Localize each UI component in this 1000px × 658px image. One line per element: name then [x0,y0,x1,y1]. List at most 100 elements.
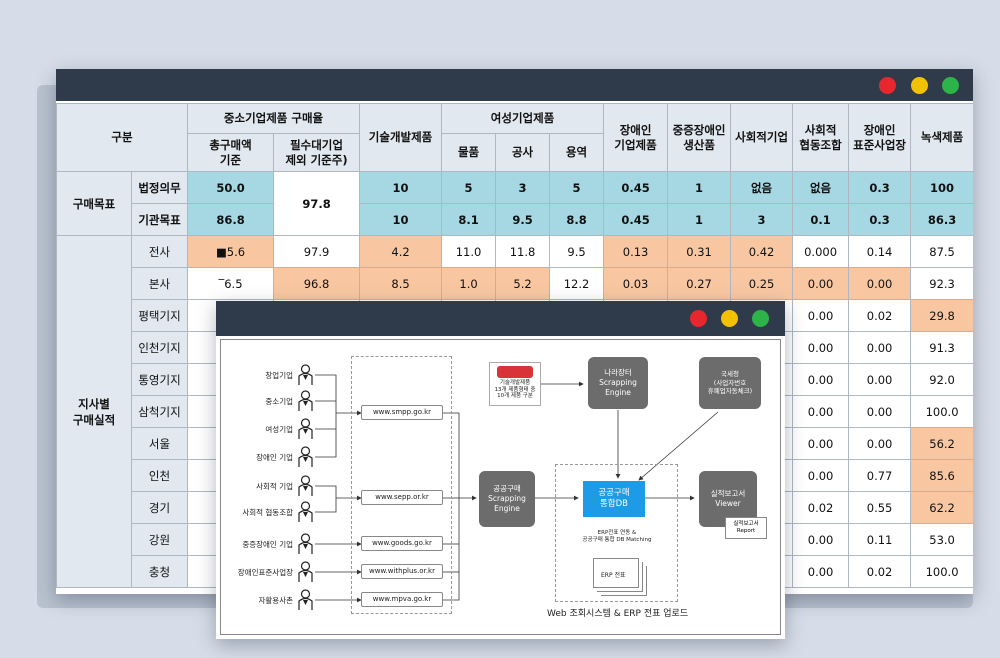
table-cell: 0.77 [848,459,912,492]
row-label: 삼척기지 [130,395,189,428]
table-cell: 0.45 [603,171,669,204]
table-cell: 0.31 [667,235,732,268]
close-button[interactable] [879,77,896,94]
table-cell: 10 [359,171,443,204]
user-icon [298,418,313,440]
table-cell: 0.02 [848,299,912,332]
company-type-label: 여성기업 [265,425,293,434]
table-cell: 91.3 [910,331,973,364]
erp-link-label: ERP전표 연동 & 공공구매 통합 DB Matching [582,530,652,543]
table-cell: 87.5 [910,235,973,268]
minimize-button[interactable] [911,77,928,94]
group-target: 구매목표 [56,171,132,236]
table-cell: 0.00 [792,395,850,428]
header-social: 사회적기업 [730,103,794,172]
minimize-button[interactable] [721,310,738,327]
table-cell: 0.00 [792,459,850,492]
company-type-label: 사회적 기업 [256,482,293,491]
header-coop: 사회적 협동조합 [792,103,850,172]
table-cell: 0.45 [603,203,669,236]
header-sme: 중소기업제품 구매율 [187,103,361,134]
row-label: 서울 [130,427,189,460]
table-cell: 0.13 [603,235,669,268]
table-cell: 1 [667,203,732,236]
table-cell: 96.8 [273,267,361,300]
company-type-label: 장애인표준사업장 [237,568,293,577]
table-cell: 0.00 [792,299,850,332]
header-goods: 물품 [441,133,497,172]
table-cell: 85.6 [910,459,973,492]
header-tech: 기술개발제품 [359,103,443,172]
table-cell: ■5.6 [187,235,275,268]
site-link[interactable]: www.smpp.go.kr [361,405,443,420]
table-cell: 50.0 [187,171,275,204]
table-cell: 0.00 [792,363,850,396]
site-link[interactable]: www.goods.go.kr [361,536,443,551]
header-sme-large: 필수대기업 제외 기준주) [273,133,361,172]
header-severe: 중증장애인 생산품 [667,103,732,172]
table-cell: 11.8 [495,235,551,268]
user-icon [298,501,313,523]
company-type-label: 중증장애인 기업 [242,540,293,549]
table-cell: 0.00 [848,267,912,300]
table-cell: 0.11 [848,523,912,556]
user-icon [298,561,313,583]
tech-product-badge: 기술개발제품 13개 제품형태 중 10개 제품 구분 [489,362,541,406]
row-label: 강원 [130,523,189,556]
table-cell: 0.25 [730,267,794,300]
table-cell: 86.8 [187,203,275,236]
table-cell: 0.03 [603,267,669,300]
table-cell: 62.2 [910,491,973,524]
table-cell: 92.3 [910,267,973,300]
site-link[interactable]: www.mpva.go.kr [361,592,443,607]
table-cell: 0.42 [730,235,794,268]
table-cell: 0.00 [792,267,850,300]
close-button[interactable] [690,310,707,327]
site-group-box [351,356,452,614]
table-cell: 9.5 [549,235,605,268]
table-cell: 0.27 [667,267,732,300]
company-type-label: 자활용사촌 [258,596,294,605]
company-type-label: 중소기업 [265,397,293,406]
maximize-button[interactable] [942,77,959,94]
table-cell: 0.02 [792,491,850,524]
maximize-button[interactable] [752,310,769,327]
table-cell: 5 [549,171,605,204]
table-cell: 12.2 [549,267,605,300]
narajangteo-engine: 나라장터 Scrapping Engine [588,357,648,409]
site-link[interactable]: www.withplus.or.kr [361,564,443,579]
row-label: 전사 [130,235,189,268]
table-cell: 10 [359,203,443,236]
user-icon [298,446,313,468]
site-link[interactable]: www.sepp.or.kr [361,490,443,505]
user-icon [298,364,313,386]
table-cell: 11.0 [441,235,497,268]
table-cell: 0.00 [848,427,912,460]
row-label: 인천기지 [130,331,189,364]
table-cell: 0.00 [792,427,850,460]
badge-caption: 기술개발제품 13개 제품형태 중 10개 제품 구분 [494,380,536,399]
table-cell: 1 [667,171,732,204]
user-icon [298,533,313,555]
badge-logo-icon [497,366,533,378]
table-cell: 8.1 [441,203,497,236]
db-group-box [555,464,678,602]
header-construction: 공사 [495,133,551,172]
integrated-db: 공공구매 통합DB [583,481,645,517]
table-cell: 0.00 [792,331,850,364]
table-cell: 97.9 [273,235,361,268]
table-cell: 0.00 [792,555,850,588]
table-cell: 3 [730,203,794,236]
row-label: 통영기지 [130,363,189,396]
table-cell: 1.0 [441,267,497,300]
window-titlebar [56,69,973,101]
table-cell: 4.2 [359,235,443,268]
table-cell: 0.14 [848,235,912,268]
row-label: 인천 [130,459,189,492]
table-cell: 3 [495,171,551,204]
row-label: 경기 [130,491,189,524]
